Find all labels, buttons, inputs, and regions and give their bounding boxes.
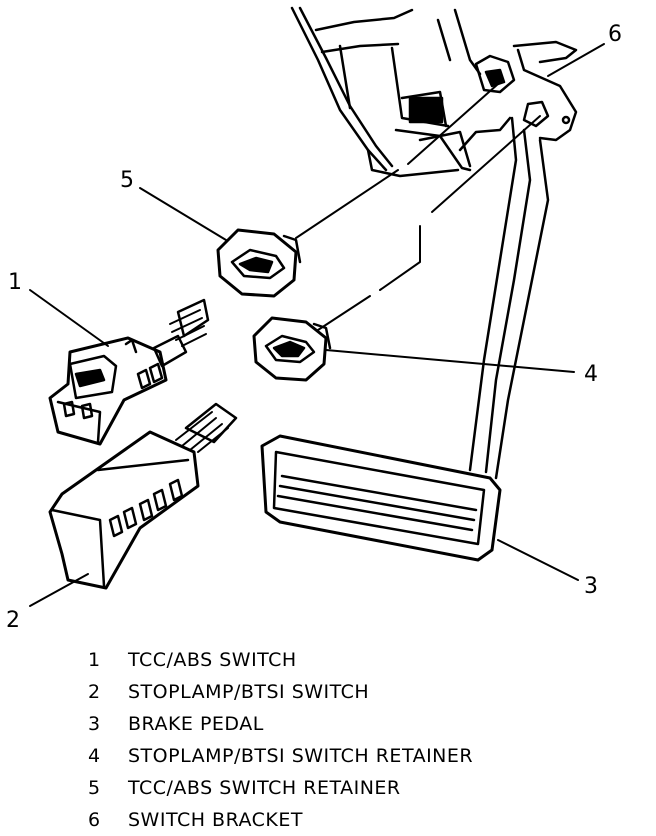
legend-label: TCC/ABS SWITCH bbox=[128, 649, 297, 671]
legend: 1 TCC/ABS SWITCH 2 STOPLAMP/BTSI SWITCH … bbox=[88, 644, 628, 836]
leader-line-5 bbox=[139, 187, 227, 241]
brake-pedal-pad bbox=[260, 434, 502, 562]
legend-number: 5 bbox=[88, 777, 101, 799]
legend-number: 2 bbox=[88, 681, 101, 703]
leader-line-1 bbox=[29, 289, 109, 347]
brake-switch-diagram bbox=[29, 6, 605, 607]
callout-1: 1 bbox=[8, 270, 22, 295]
legend-item-brake-pedal: 3 BRAKE PEDAL bbox=[88, 708, 628, 740]
legend-label: STOPLAMP/BTSI SWITCH bbox=[128, 681, 370, 703]
legend-number: 4 bbox=[88, 745, 101, 767]
callout-3: 3 bbox=[584, 574, 598, 599]
callout-4: 4 bbox=[584, 362, 598, 387]
callout-2: 2 bbox=[6, 608, 20, 633]
legend-item-stoplamp-btsi-switch-retainer: 4 STOPLAMP/BTSI SWITCH RETAINER bbox=[88, 740, 628, 772]
leader-line-2 bbox=[29, 573, 89, 607]
legend-number: 6 bbox=[88, 809, 101, 831]
dash-structure bbox=[290, 6, 512, 178]
legend-item-stoplamp-btsi-switch: 2 STOPLAMP/BTSI SWITCH bbox=[88, 676, 628, 708]
legend-item-tcc-abs-switch: 1 TCC/ABS SWITCH bbox=[88, 644, 628, 676]
legend-label: BRAKE PEDAL bbox=[128, 713, 264, 735]
callout-6: 6 bbox=[608, 22, 622, 47]
tcc-abs-switch bbox=[48, 298, 210, 446]
legend-item-tcc-abs-switch-retainer: 5 TCC/ABS SWITCH RETAINER bbox=[88, 772, 628, 804]
leader-line-6 bbox=[547, 43, 605, 77]
callout-5: 5 bbox=[120, 168, 134, 193]
leader-lines bbox=[29, 43, 605, 607]
legend-label: STOPLAMP/BTSI SWITCH RETAINER bbox=[128, 745, 474, 767]
legend-label: TCC/ABS SWITCH RETAINER bbox=[128, 777, 401, 799]
legend-number: 1 bbox=[88, 649, 101, 671]
switch-bracket bbox=[474, 40, 578, 142]
leader-line-3 bbox=[497, 539, 579, 581]
leader-line-4 bbox=[325, 349, 575, 373]
alignment-lines bbox=[295, 83, 541, 331]
stoplamp-btsi-switch bbox=[48, 402, 238, 590]
legend-number: 3 bbox=[88, 713, 101, 735]
legend-item-switch-bracket: 6 SWITCH BRACKET bbox=[88, 804, 628, 836]
stoplamp-btsi-switch-retainer bbox=[252, 316, 332, 382]
legend-label: SWITCH BRACKET bbox=[128, 809, 304, 831]
brake-pedal-arm bbox=[468, 116, 550, 480]
tcc-abs-switch-retainer bbox=[216, 228, 302, 298]
